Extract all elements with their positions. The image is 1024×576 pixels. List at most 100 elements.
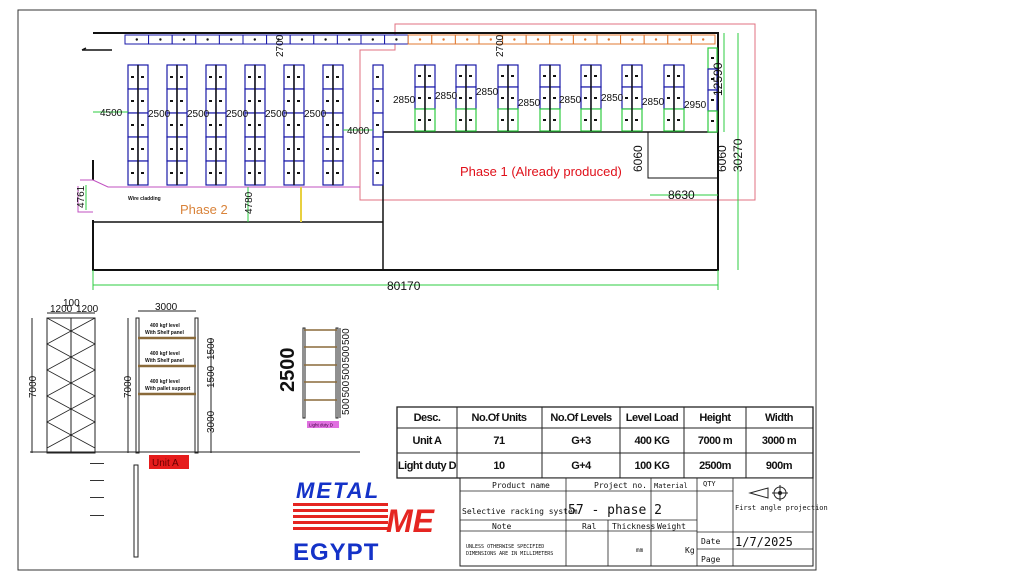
rack-marker: [182, 38, 186, 41]
table-cell: G+4: [571, 460, 592, 472]
logo-line1: METAL: [296, 478, 380, 503]
rack-marker: [553, 75, 556, 77]
rack-marker: [553, 97, 556, 99]
rack-marker: [336, 124, 339, 126]
dim-phase1-aisle: 2850: [642, 97, 665, 108]
rack-marker: [248, 100, 251, 102]
light-duty-spacing: 500: [341, 363, 352, 380]
rack-marker: [711, 120, 714, 122]
rack-marker: [180, 172, 183, 174]
rack-marker: [428, 75, 431, 77]
rack-marker: [258, 76, 261, 78]
rack-marker: [543, 119, 546, 121]
table-cell: 2500m: [699, 460, 731, 472]
dim-aisle-top-left: 2700: [275, 34, 286, 57]
ral-label: Ral: [582, 522, 597, 531]
note-line-1: UNLESS OTHERWISE SPECIFIED: [466, 544, 544, 550]
level-load-label: 400 kgf level: [150, 323, 180, 329]
rack-marker: [667, 97, 670, 99]
table-cell: G+3: [571, 435, 591, 447]
level-spacing: 3000: [206, 410, 217, 433]
dim-phase-gap: 4000: [347, 126, 370, 137]
rack-marker: [287, 100, 290, 102]
dim-phase2-aisle: 2500: [304, 109, 327, 120]
rack-marker: [209, 172, 212, 174]
dim-phase1-aisle: 2850: [435, 91, 458, 102]
rack-marker: [336, 172, 339, 174]
dim-phase2-aisle: 2500: [226, 109, 249, 120]
material-label: Material: [654, 482, 688, 490]
unit-a-width: 3000: [155, 302, 178, 313]
level-load-label: 400 kgf level: [150, 351, 180, 357]
rack-marker: [253, 38, 256, 41]
product-name: Selective racking system: [462, 507, 578, 516]
note-line-2: DIMENSIONS ARE IN MILLIMETERS: [466, 551, 553, 557]
rack-marker: [469, 119, 472, 121]
dim-phase2-aisle: 2500: [148, 109, 171, 120]
weight-label: Weight: [657, 522, 686, 531]
rack-marker: [459, 75, 462, 77]
rack-marker: [418, 119, 421, 121]
rack-marker: [625, 75, 628, 77]
rack-marker: [277, 38, 280, 41]
rack-marker: [635, 97, 638, 99]
rack-marker: [702, 38, 705, 41]
rack-marker: [376, 124, 379, 126]
rack-marker: [469, 75, 472, 77]
rack-marker: [248, 76, 251, 78]
table-header: Height: [699, 412, 731, 424]
level-spacing: 1500: [206, 337, 217, 360]
logo-line2: EGYPT: [293, 539, 379, 566]
frame-depth-left: 1200: [50, 304, 73, 315]
dim-phase1-aisle: 2850: [393, 95, 416, 106]
row-desc: Unit A: [413, 435, 443, 447]
rack-marker: [135, 38, 138, 41]
rack-marker: [170, 172, 173, 174]
rack-marker: [219, 76, 222, 78]
rack-marker: [141, 124, 144, 126]
projection-label: First angle projection: [735, 504, 828, 512]
sheet-border: [17, 9, 817, 571]
table-cell: 3000 m: [762, 435, 797, 447]
rack-marker: [631, 38, 634, 41]
rack-marker: [511, 119, 514, 121]
rack-marker: [560, 38, 563, 41]
table-header: Desc.: [414, 412, 441, 424]
rack-marker: [678, 38, 681, 41]
rack-marker: [297, 124, 300, 126]
dim-phase2-aisle: 2500: [265, 109, 288, 120]
table-header: No.Of Units: [472, 412, 527, 424]
rack-marker: [326, 148, 329, 150]
rack-marker: [170, 76, 173, 78]
dimension-lines: [85, 33, 739, 290]
rack-marker: [584, 119, 587, 121]
rack-marker: [287, 148, 290, 150]
rack-marker: [324, 38, 327, 41]
rack-marker: [711, 99, 714, 101]
rack-marker: [336, 76, 339, 78]
rack-marker: [297, 148, 300, 150]
rack-marker: [543, 97, 546, 99]
phase1-boundary: [359, 23, 756, 201]
rack-marker: [376, 76, 379, 78]
rack-marker: [297, 172, 300, 174]
rack-marker: [418, 75, 421, 77]
rack-marker: [258, 100, 261, 102]
rack-marker: [131, 172, 134, 174]
level-spacing: 1500: [206, 365, 217, 388]
rack-marker: [209, 100, 212, 102]
rack-marker: [348, 38, 351, 41]
rack-marker: [131, 124, 134, 126]
rack-marker: [326, 172, 329, 174]
rack-marker: [428, 119, 431, 121]
unit-a-tag-label: Unit A: [152, 458, 179, 469]
side-view: [90, 463, 139, 558]
page-label: Page: [701, 555, 720, 564]
wire-cladding-label: Wire cladding: [128, 196, 161, 202]
phase1-label: Phase 1 (Already produced): [460, 164, 622, 179]
rack-marker: [170, 100, 173, 102]
rack-marker: [584, 75, 587, 77]
